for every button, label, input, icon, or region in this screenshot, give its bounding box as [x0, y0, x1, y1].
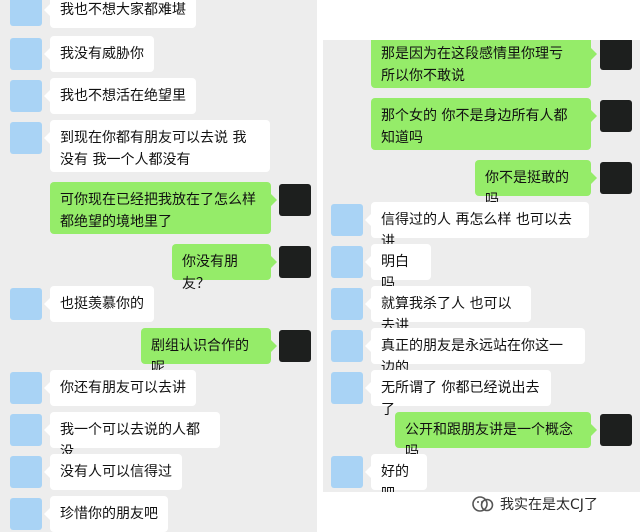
contact-avatar[interactable] [331, 330, 363, 362]
received-message-bubble[interactable]: 你还有朋友可以去讲 [44, 370, 196, 406]
message-row: 真正的朋友是永远站在你这一边的 [323, 328, 640, 376]
message-row: 公开和跟朋友讲是一个概念吗 [323, 412, 640, 460]
contact-avatar[interactable] [10, 288, 42, 320]
contact-avatar[interactable] [331, 372, 363, 404]
watermark: 我实在是太CJ了 [470, 492, 598, 516]
sent-message-bubble[interactable]: 公开和跟朋友讲是一个概念吗 [395, 412, 597, 460]
received-message-bubble[interactable]: 信得过的人 再怎么样 也可以去讲 [365, 202, 589, 250]
my-avatar[interactable] [279, 184, 311, 216]
message-row: 就算我杀了人 也可以去讲 [323, 286, 640, 334]
my-avatar[interactable] [600, 40, 632, 70]
message-row: 也挺羡慕你的 [0, 286, 317, 322]
message-row: 我没有威胁你 [0, 36, 317, 72]
my-avatar[interactable] [279, 330, 311, 362]
message-row: 到现在你都有朋友可以去说 我没有 我一个人都没有 [0, 120, 317, 172]
left-chat-panel[interactable]: 我也不想大家都难堪我没有威胁你我也不想活在绝望里到现在你都有朋友可以去说 我没有… [0, 0, 317, 532]
contact-avatar[interactable] [10, 0, 42, 26]
message-row: 那是因为在这段感情里你理亏 所以你不敢说 [323, 40, 640, 88]
right-chat-panel[interactable]: 那是因为在这段感情里你理亏 所以你不敢说那个女的 你不是身边所有人都知道吗你不是… [323, 40, 640, 492]
message-row: 信得过的人 再怎么样 也可以去讲 [323, 202, 640, 250]
message-row: 我也不想大家都难堪 [0, 0, 317, 28]
message-row: 无所谓了 你都已经说出去了 [323, 370, 640, 418]
received-message-bubble[interactable]: 我一个可以去说的人都没 [44, 412, 220, 460]
received-message-bubble[interactable]: 真正的朋友是永远站在你这一边的 [365, 328, 585, 376]
sent-message-bubble[interactable]: 那是因为在这段感情里你理亏 所以你不敢说 [371, 40, 597, 88]
my-avatar[interactable] [600, 162, 632, 194]
contact-avatar[interactable] [10, 456, 42, 488]
received-message-bubble[interactable]: 珍惜你的朋友吧 [44, 496, 168, 532]
sent-message-bubble[interactable]: 你不是挺敢的吗 [475, 160, 597, 208]
message-row: 珍惜你的朋友吧 [0, 496, 317, 532]
message-row: 我一个可以去说的人都没 [0, 412, 317, 460]
contact-avatar[interactable] [10, 38, 42, 70]
contact-avatar[interactable] [331, 246, 363, 278]
contact-avatar[interactable] [331, 288, 363, 320]
message-row: 你不是挺敢的吗 [323, 160, 640, 208]
contact-avatar[interactable] [10, 372, 42, 404]
contact-avatar[interactable] [10, 414, 42, 446]
received-message-bubble[interactable]: 到现在你都有朋友可以去说 我没有 我一个人都没有 [44, 120, 270, 172]
contact-avatar[interactable] [10, 498, 42, 530]
contact-avatar[interactable] [331, 456, 363, 488]
contact-avatar[interactable] [10, 80, 42, 112]
sent-message-bubble[interactable]: 那个女的 你不是身边所有人都知道吗 [371, 98, 597, 150]
message-row: 你还有朋友可以去讲 [0, 370, 317, 406]
my-avatar[interactable] [279, 246, 311, 278]
message-row: 你没有朋友？ [0, 244, 317, 292]
message-row: 我也不想活在绝望里 [0, 78, 317, 114]
received-message-bubble[interactable]: 我没有威胁你 [44, 36, 154, 72]
received-message-bubble[interactable]: 就算我杀了人 也可以去讲 [365, 286, 531, 334]
watermark-text: 我实在是太CJ了 [500, 497, 598, 513]
sent-message-bubble[interactable]: 你没有朋友？ [172, 244, 277, 292]
wechat-official-account-icon [472, 496, 494, 512]
sent-message-bubble[interactable]: 可你现在已经把我放在了怎么样都绝望的境地里了 [50, 182, 277, 234]
received-message-bubble[interactable]: 没有人可以信得过 [44, 454, 182, 490]
received-message-bubble[interactable]: 我也不想活在绝望里 [44, 78, 196, 114]
message-row: 好的吧 [323, 454, 640, 492]
received-message-bubble[interactable]: 也挺羡慕你的 [44, 286, 154, 322]
message-row: 可你现在已经把我放在了怎么样都绝望的境地里了 [0, 182, 317, 234]
message-row: 明白吗 [323, 244, 640, 292]
received-message-bubble[interactable]: 明白吗 [365, 244, 431, 292]
received-message-bubble[interactable]: 好的吧 [365, 454, 427, 492]
message-row: 那个女的 你不是身边所有人都知道吗 [323, 98, 640, 150]
sent-message-bubble[interactable]: 剧组认识合作的呢 [141, 328, 277, 376]
received-message-bubble[interactable]: 我也不想大家都难堪 [44, 0, 196, 28]
my-avatar[interactable] [600, 100, 632, 132]
my-avatar[interactable] [600, 414, 632, 446]
contact-avatar[interactable] [331, 204, 363, 236]
message-row: 没有人可以信得过 [0, 454, 317, 490]
received-message-bubble[interactable]: 无所谓了 你都已经说出去了 [365, 370, 551, 418]
contact-avatar[interactable] [10, 122, 42, 154]
message-row: 剧组认识合作的呢 [0, 328, 317, 376]
